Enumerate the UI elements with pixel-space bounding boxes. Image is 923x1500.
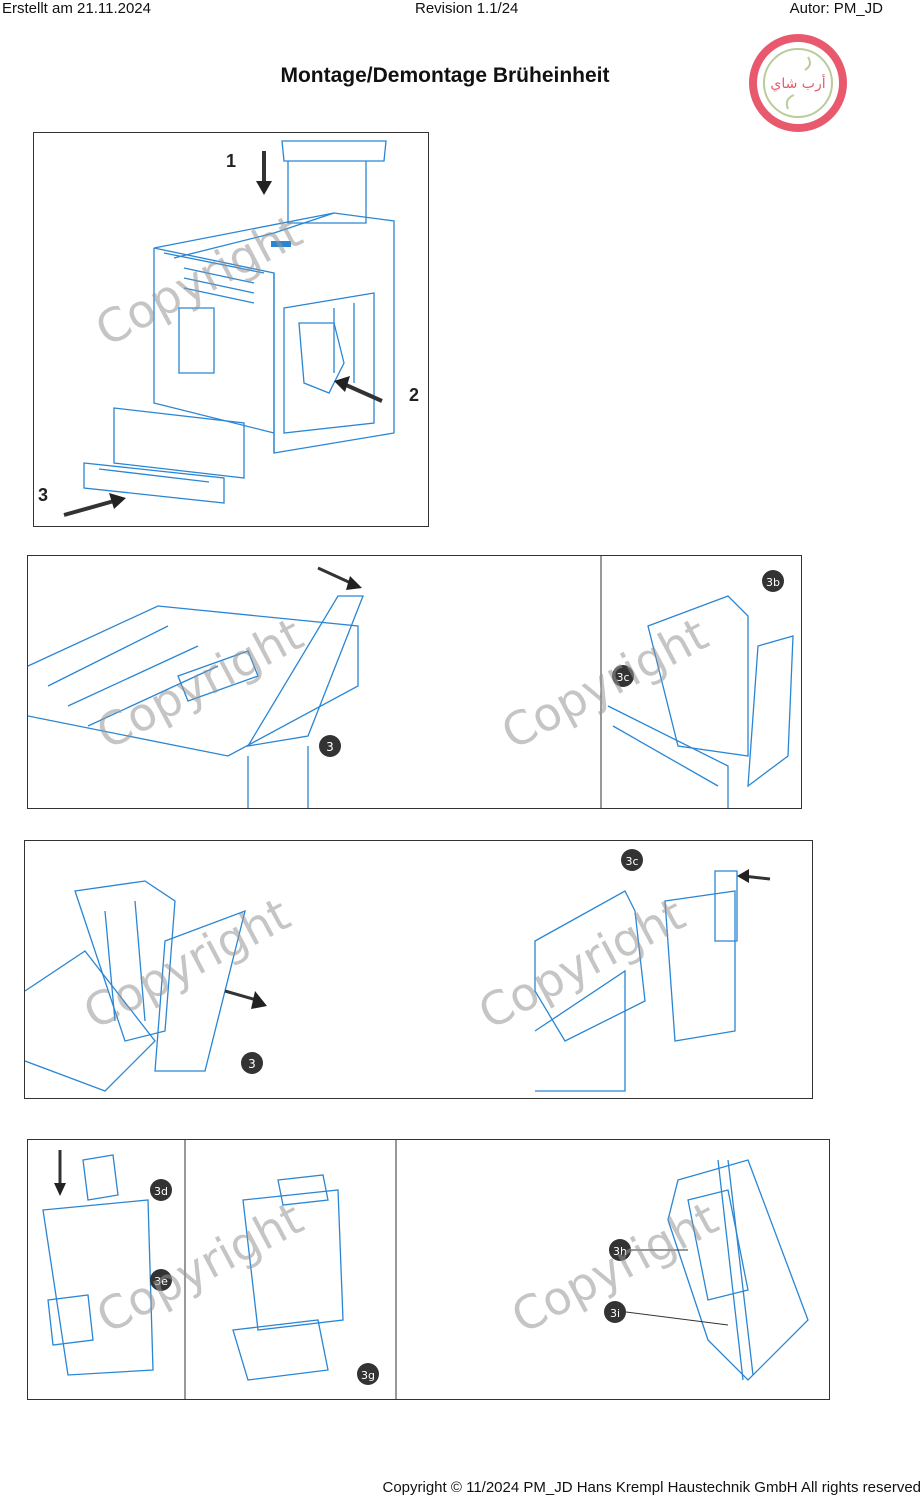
document-title: Montage/Demontage Brüheinheit bbox=[280, 64, 610, 87]
logo: أرب شاي bbox=[748, 33, 848, 133]
footer-copyright: Copyright © 11/2024 PM_JD Hans Krempl Ha… bbox=[382, 1479, 922, 1496]
callout-3d: 3d bbox=[154, 1185, 168, 1198]
callout-3e: 3e bbox=[154, 1275, 168, 1288]
step-1-label: 1 bbox=[226, 151, 236, 171]
logo-text: أرب شاي bbox=[770, 74, 825, 92]
figure-row-3: 3 3c Copyright Copyright bbox=[24, 840, 813, 1099]
step-2-label: 2 bbox=[409, 385, 419, 405]
callout-3c-row3: 3c bbox=[625, 855, 638, 868]
figure-row-2: 3 3b 3c Copyright Copyright bbox=[27, 555, 802, 809]
callout-3h: 3h bbox=[613, 1245, 627, 1258]
created-date: Erstellt am 21.11.2024 bbox=[2, 0, 151, 17]
author: Autor: PM_JD bbox=[789, 0, 883, 17]
callout-3b: 3b bbox=[766, 576, 780, 589]
figure-overview: 1 2 3 Copyright bbox=[33, 132, 429, 527]
callout-3g: 3g bbox=[361, 1369, 375, 1382]
logo-badge-icon: أرب شاي bbox=[749, 34, 847, 132]
step-3-label: 3 bbox=[38, 485, 48, 505]
callout-3-row3: 3 bbox=[248, 1057, 256, 1071]
callout-3i: 3i bbox=[610, 1307, 620, 1320]
callout-3: 3 bbox=[326, 740, 334, 754]
callout-3c: 3c bbox=[616, 671, 629, 684]
figure-row-4: 3d 3e 3g 3h 3i Copyright Copyright bbox=[27, 1139, 830, 1400]
revision: Revision 1.1/24 bbox=[415, 0, 519, 17]
